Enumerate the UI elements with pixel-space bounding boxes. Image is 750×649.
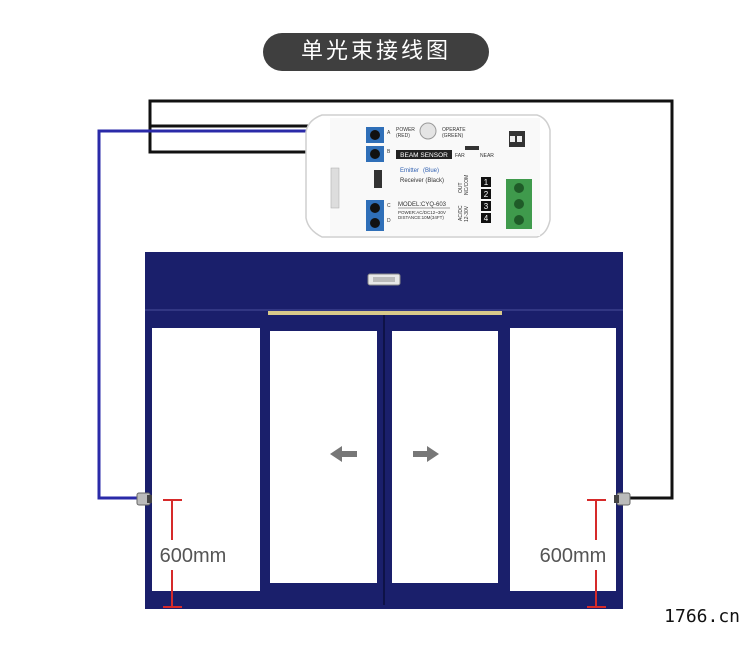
right-sensor-head <box>614 492 631 506</box>
terminal-2: 2 <box>484 190 489 199</box>
terminal-3: 3 <box>484 202 489 211</box>
door-frame <box>145 308 623 609</box>
left-arrow-icon <box>330 446 357 462</box>
right-arrow-icon <box>413 446 439 462</box>
far-label: FAR <box>455 153 465 159</box>
receiver-label: Receiver (Black) <box>400 178 444 184</box>
sensor-controller-box: 1 2 3 4 A B C D POWER (RED) OPERATE (GRE… <box>305 114 551 238</box>
left-height-marker <box>163 499 182 608</box>
door-header <box>145 252 623 308</box>
acdc-label: AC/DC <box>458 205 464 221</box>
left-sensor-head <box>136 492 152 506</box>
operate-label: OPERATE <box>442 127 466 133</box>
watermark: 1766.cn <box>664 606 740 627</box>
voltage-label: 12-30V <box>464 205 470 222</box>
terminal-1: 1 <box>484 178 489 187</box>
terminal-b-label: B <box>387 149 391 155</box>
brand-label: BEAM SENSOR <box>400 152 448 159</box>
adjust-knob <box>419 122 437 140</box>
distance-label: DISTANCE:10M(34FT) <box>398 215 444 220</box>
operate-color-label: (GREEN) <box>442 133 463 139</box>
emitter-wire <box>97 129 330 500</box>
nc-com-label: NC/COM <box>464 175 470 195</box>
emitter-label: Emitter <box>400 168 419 174</box>
out-label: OUT <box>458 182 464 193</box>
terminal-4: 4 <box>484 214 489 223</box>
near-label: NEAR <box>480 153 494 159</box>
left-height-label: 600mm <box>160 545 227 567</box>
terminal-c-label: C <box>387 203 391 209</box>
right-height-marker <box>587 499 606 608</box>
model-label: MODEL:CYQ-603 <box>398 202 447 208</box>
power-color-label: (RED) <box>396 133 410 139</box>
power-spec-label: POWER:AC/DC12~30V <box>398 210 446 215</box>
emitter-color-label: (Blue) <box>423 168 439 174</box>
diagram-title: 单光束接线图 <box>263 33 489 71</box>
receiver-wire <box>148 99 674 500</box>
terminal-d-label: D <box>387 218 391 224</box>
terminal-a-label: A <box>387 130 391 136</box>
right-height-label: 600mm <box>540 545 607 567</box>
power-label: POWER <box>396 127 415 133</box>
